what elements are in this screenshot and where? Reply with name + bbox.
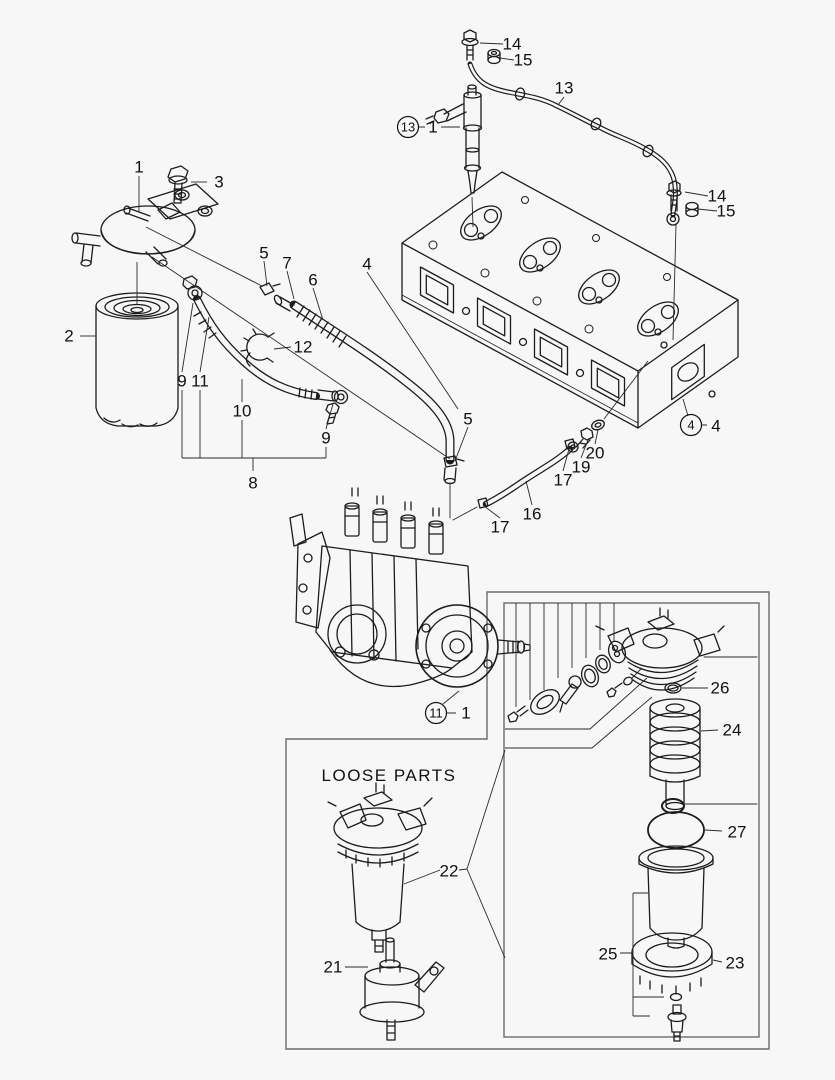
callout-27: 27 [728,823,747,842]
callout-5: 5 [463,410,472,429]
fuel-filter-21-drawing [359,937,445,1041]
callout-16: 16 [523,505,542,524]
callout-23: 23 [726,954,745,973]
callout-15: 15 [717,202,736,221]
callout-4: 4 [711,417,720,436]
callout-24: 24 [723,721,742,740]
callout-10: 10 [233,402,252,421]
callout-circle-4 [679,413,703,437]
callout-15: 15 [514,51,533,70]
leak-off-pipe-drawing [461,29,699,226]
inset-cup-drawing [631,845,714,1042]
return-pipe-drawing [452,419,605,521]
callout-7: 7 [282,254,291,273]
fuel-filter-head-drawing [71,183,219,267]
callout-4: 4 [362,255,371,274]
leader-lines [80,42,723,1017]
callout-20: 20 [586,444,605,463]
callout-22: 22 [440,862,459,881]
callout-8: 8 [248,474,257,493]
callout-circle-11 [424,701,448,725]
callout-12: 12 [294,338,313,357]
injector-drawing [425,84,483,194]
callout-6: 6 [308,271,317,290]
callout-1: 1 [134,158,143,177]
inset-small-parts-drawing [505,603,653,749]
callout-21: 21 [324,958,343,977]
callout-14: 14 [708,187,727,206]
callout-2: 2 [64,327,73,346]
callout-25: 25 [599,945,618,964]
callout-14: 14 [503,35,522,54]
hose-8-10-drawing [182,275,349,425]
callout-4: 4 [687,418,694,433]
callout-circle-13 [396,115,420,139]
inset-element-drawing [647,682,758,849]
callout-13: 13 [555,79,574,98]
water-separator-drawing [327,782,433,953]
callout-11: 11 [191,372,209,391]
loose-parts-label: LOOSE PARTS [322,766,457,785]
callout-5: 5 [259,244,268,263]
loose-parts-box [285,591,770,1050]
hose-4-drawing [259,282,465,519]
callout-1: 1 [428,118,437,137]
callout-9: 9 [321,429,330,448]
cylinder-head-drawing [401,171,739,429]
clip-12-drawing [240,328,275,367]
callout-9: 9 [177,372,186,391]
callout-13: 13 [401,120,415,135]
callout-17: 17 [491,518,510,537]
callout-11: 11 [429,706,443,721]
filter-cartridge-drawing [95,292,179,428]
bolt-3-drawing [167,165,189,204]
inset-filter-head-drawing [595,607,758,691]
callout-3: 3 [214,173,223,192]
callout-19: 19 [572,458,591,477]
callout-17: 17 [554,471,573,490]
callout-1: 1 [461,704,470,723]
injection-pump-drawing [289,487,531,688]
callout-26: 26 [711,679,730,698]
